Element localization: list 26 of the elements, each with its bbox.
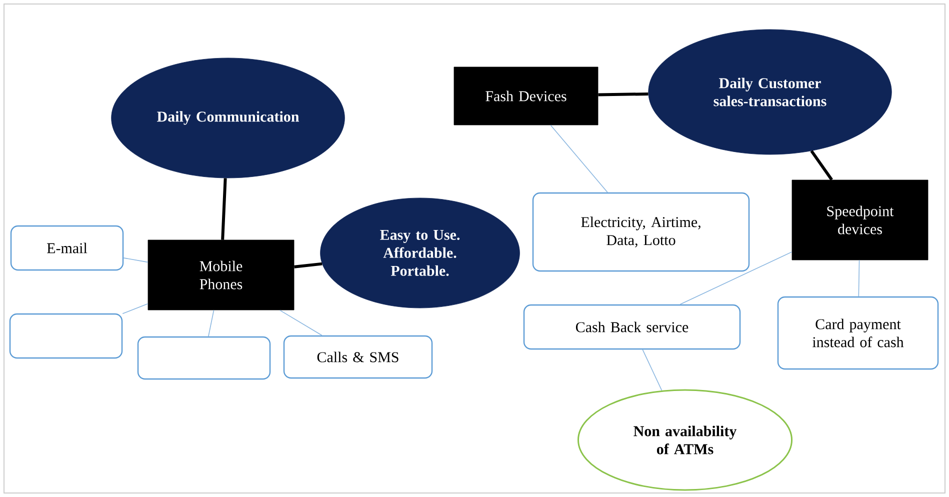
connector-line (642, 349, 662, 391)
ellipse-node: Daily Customer sales-transactions (648, 29, 892, 155)
connector-line (550, 124, 608, 193)
connector-line (810, 150, 833, 181)
connector-line (858, 260, 860, 297)
ellipse-node: Easy to Use. Affordable. Portable. (320, 198, 520, 308)
process-box: Mobile Phones (148, 240, 294, 310)
connector-line (221, 178, 227, 240)
rounded-box: Electricity, Airtime, Data, Lotto (532, 192, 750, 272)
process-box: Fash Devices (454, 66, 598, 126)
rounded-box: Cash Back service (523, 304, 741, 350)
connector-line (208, 310, 214, 337)
rounded-box: E-mail (10, 225, 124, 271)
rounded-box: Calls & SMS (283, 335, 433, 379)
ellipse-node: Daily Communication (111, 58, 345, 178)
connector-line (294, 262, 322, 268)
ellipse-node: Non availability of ATMs (577, 389, 793, 491)
connector-line (123, 258, 148, 263)
rounded-box (137, 336, 271, 380)
rounded-box: Card payment instead of cash (777, 296, 939, 370)
connector-line (122, 303, 148, 314)
connector-line (279, 310, 322, 336)
connector-line (598, 92, 648, 96)
rounded-box (9, 313, 123, 359)
process-box: Speedpoint devices (792, 180, 928, 260)
connector-line (680, 252, 792, 305)
